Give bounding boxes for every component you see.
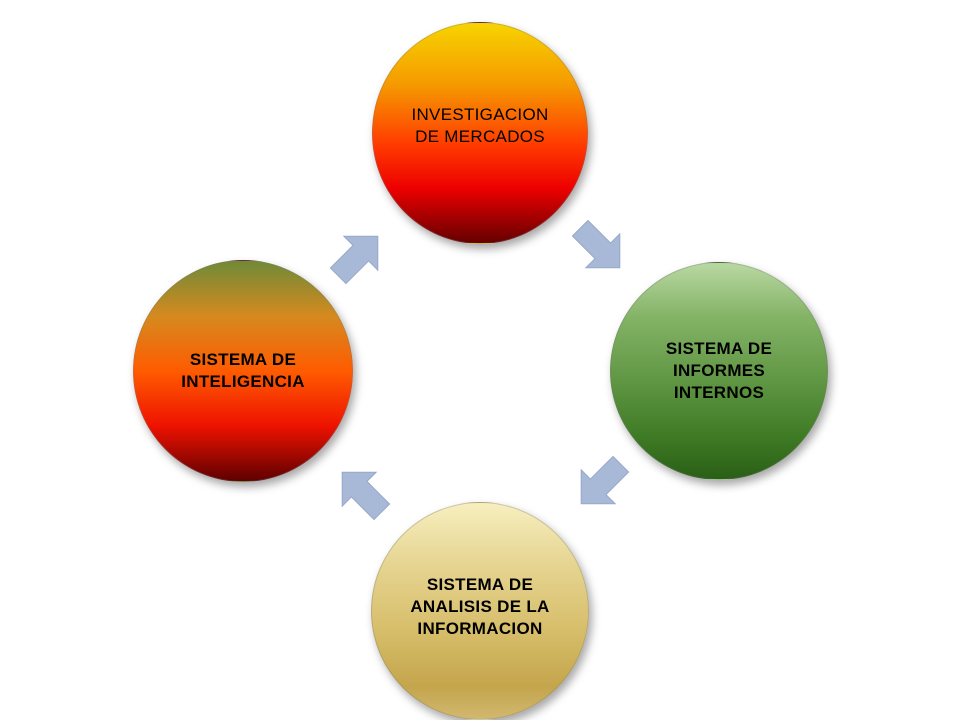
- node-sistema-de-inteligencia: SISTEMA DE INTELIGENCIA: [133, 260, 353, 482]
- node-label: INVESTIGACION DE MERCADOS: [411, 105, 549, 146]
- node-label: SISTEMA DE INFORMES INTERNOS: [665, 339, 773, 402]
- arrow-bottom-to-left: [341, 471, 391, 521]
- node-label: SISTEMA DE INTELIGENCIA: [181, 350, 305, 391]
- arrow-left-to-top: [329, 235, 379, 285]
- node-sistema-de-informes-internos: SISTEMA DE INFORMES INTERNOS: [610, 262, 828, 480]
- node-sistema-de-analisis: SISTEMA DE ANALISIS DE LA INFORMACION: [371, 502, 589, 720]
- arrow-top-to-right: [571, 219, 621, 269]
- node-label: SISTEMA DE ANALISIS DE LA INFORMACION: [410, 575, 550, 638]
- node-investigacion-de-mercados: INVESTIGACION DE MERCADOS: [372, 22, 588, 244]
- arrow-right-to-bottom: [580, 455, 630, 505]
